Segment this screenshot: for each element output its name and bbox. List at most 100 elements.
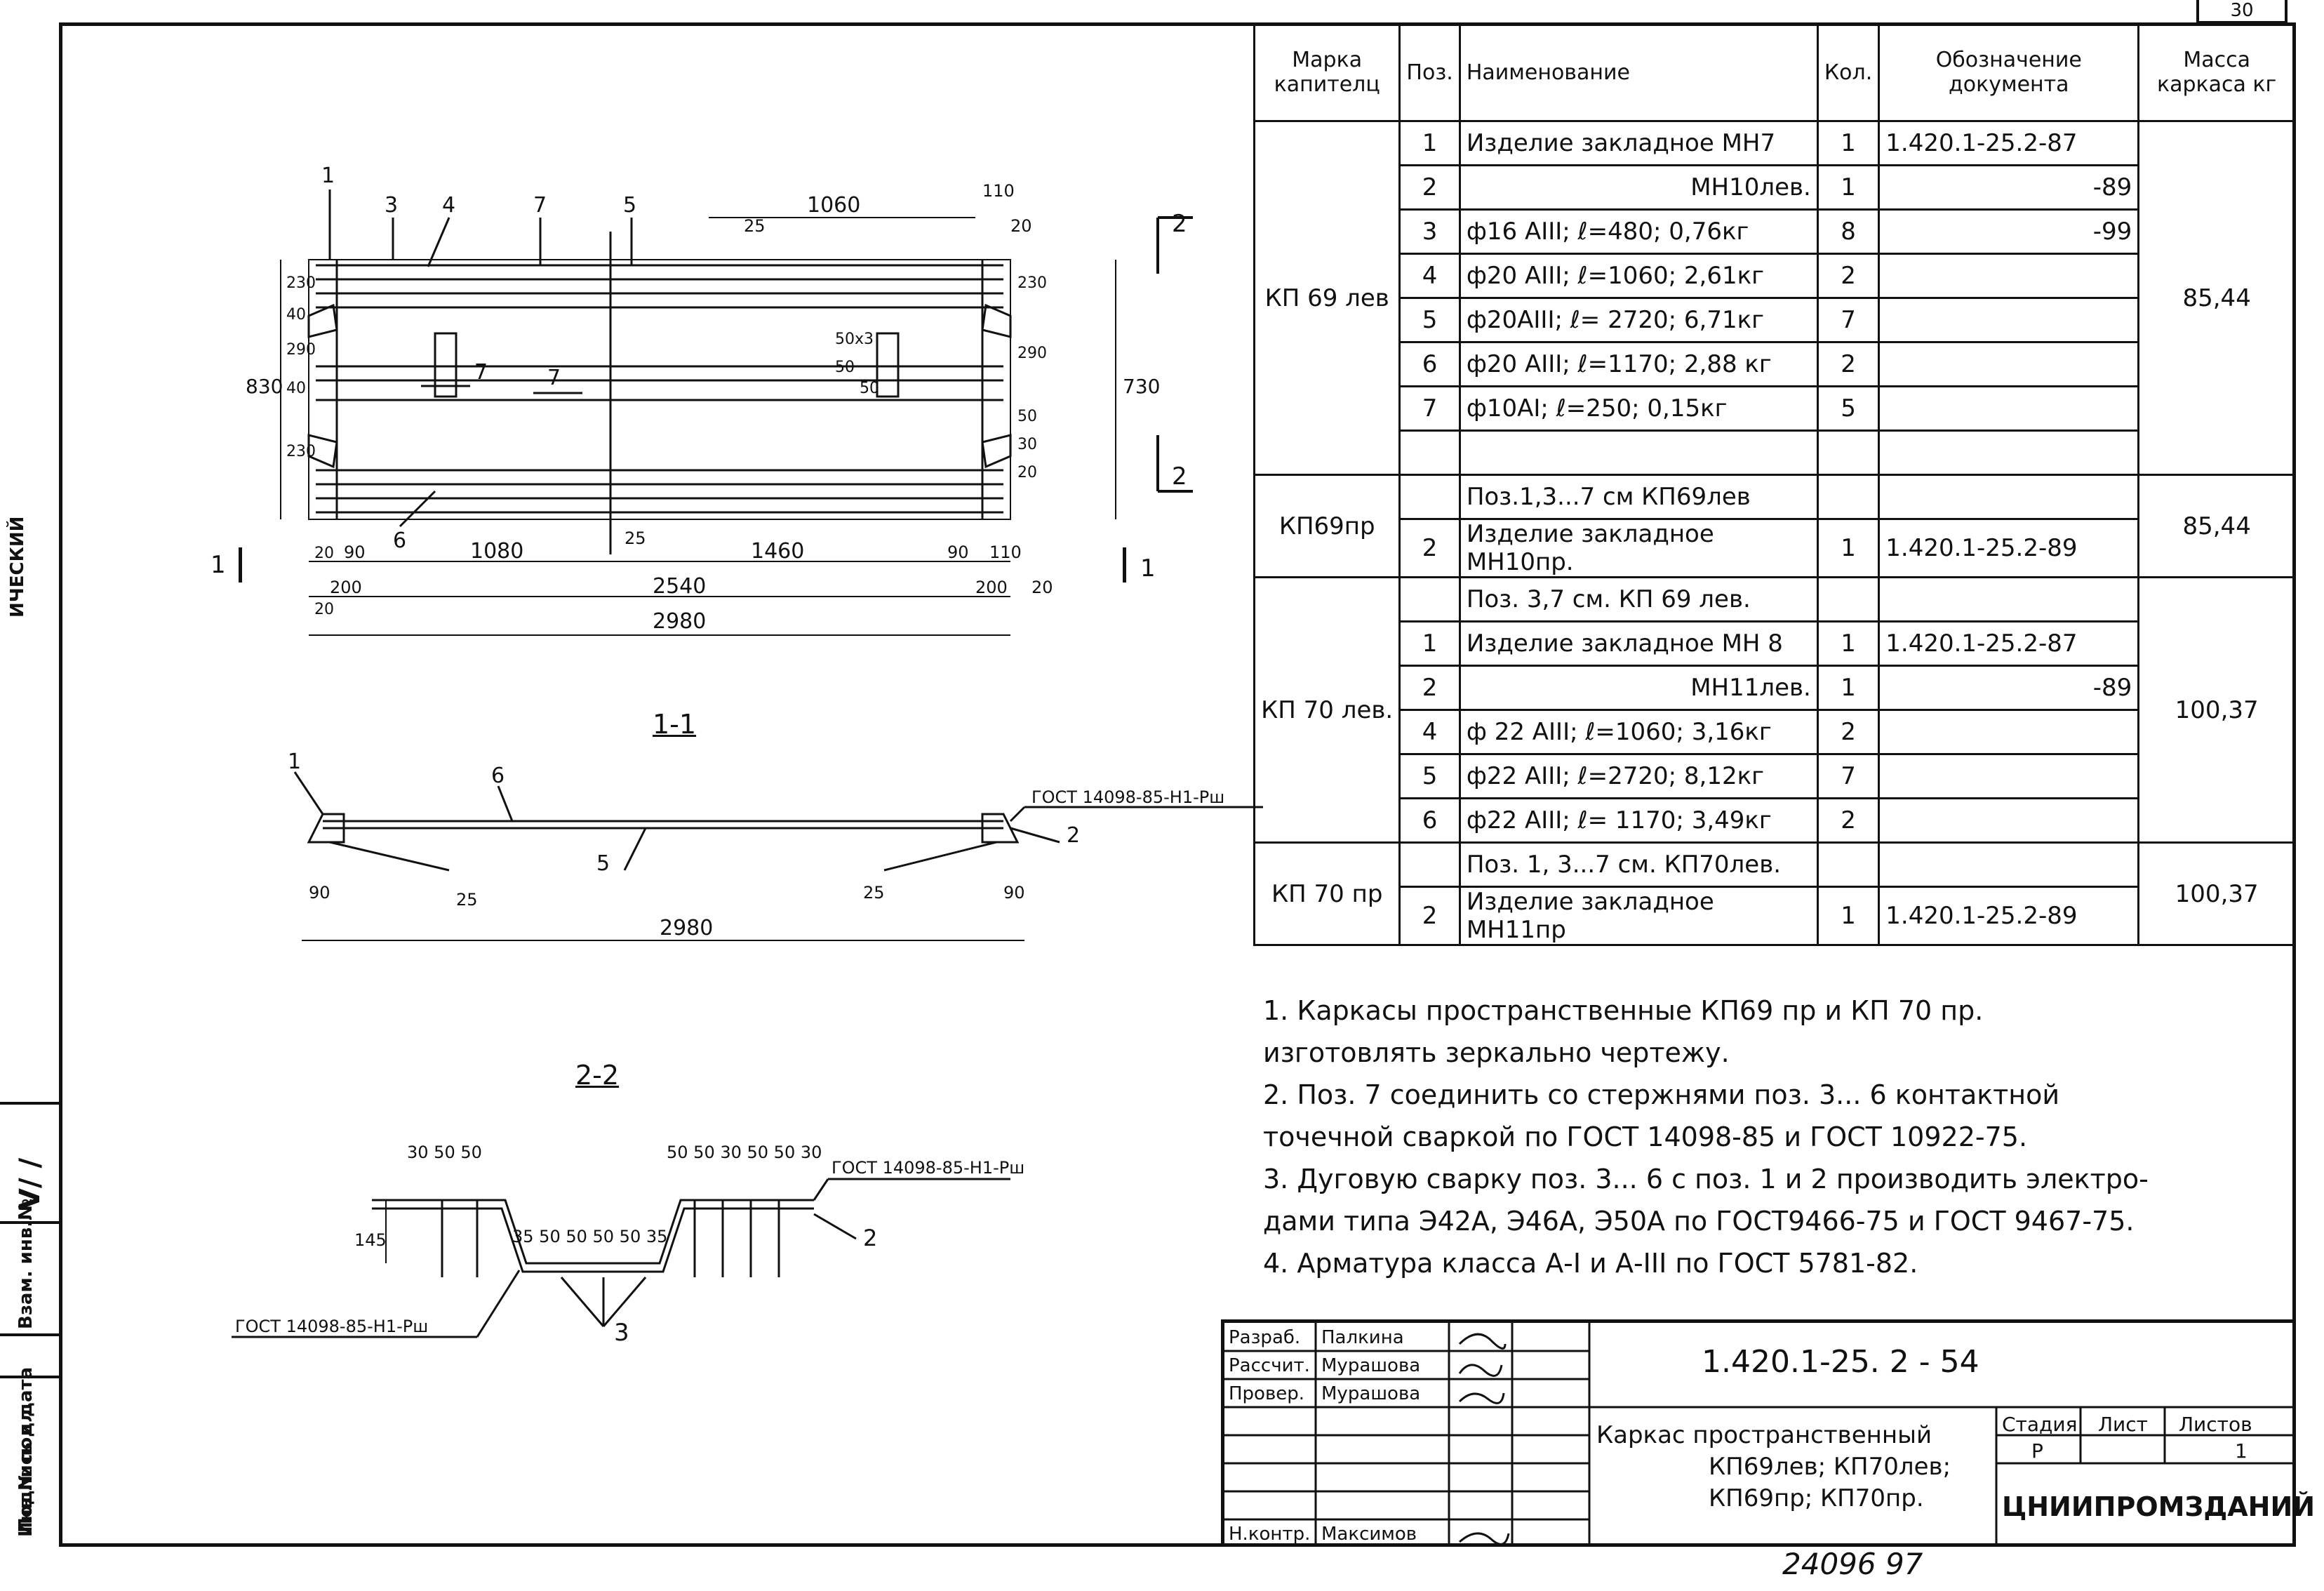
plate-left-bottom: [307, 434, 338, 469]
dim-730: 730: [1123, 375, 1160, 398]
cut-1-label-left: 1: [211, 551, 226, 579]
sec22-dims-mid: 35 50 50 50 50 35: [512, 1227, 667, 1246]
row-doc: [1878, 841, 2140, 888]
row-qty: 1: [1816, 620, 1881, 667]
row-qty: [1816, 430, 1881, 476]
row-doc: 1.420.1-25.2-87: [1878, 120, 2140, 166]
callout-7c: 7: [547, 366, 561, 390]
sec11-callout-5: 5: [596, 851, 610, 876]
row-doc: [1878, 474, 2140, 520]
stage-label: Стадия: [2002, 1413, 2078, 1436]
sec11-leader-1: [293, 771, 324, 815]
row-pos: 2: [1398, 665, 1461, 711]
row-name: Поз. 3,7 см. КП 69 лев.: [1458, 576, 1819, 623]
row-pos: [1398, 841, 1461, 888]
row-qty: 2: [1816, 341, 1881, 387]
row-doc: [1878, 385, 2140, 432]
sec11-dim-2980: 2980: [660, 916, 713, 940]
row-name: ф22 АIII; ℓ=2720; 8,12кг: [1458, 753, 1819, 799]
row-name: [1458, 430, 1819, 476]
signature-1: [1458, 1333, 1507, 1350]
cage-outline: [308, 259, 1011, 520]
leader-6: [399, 490, 436, 528]
sec22-leader-gost-top: [813, 1178, 829, 1201]
stage-value: Р: [2031, 1439, 2043, 1463]
dim-40-left-top: 40: [286, 306, 306, 324]
section-1-1: 1 6 5 2 ГОСТ 14098-85-Н1-Рш 90 25 25 90 …: [288, 750, 1263, 941]
role-1: Рассчит.: [1229, 1355, 1310, 1376]
dim-25-inner: 25: [625, 528, 646, 548]
stamp-number: 24096 97: [1782, 1547, 1923, 1581]
plan-view: 1 3 4 7 5 7 7 6 1060 110 25 20 830 230 4…: [246, 164, 1193, 636]
signature-nkontr: [1459, 1532, 1510, 1545]
sec11-callout-6: 6: [491, 764, 505, 788]
binding-cell-signature: Подпись и дата: [0, 1333, 59, 1544]
name-6: Максимов: [1321, 1524, 1417, 1545]
row-name: ф20АIII; ℓ= 2720; 6,71кг: [1458, 297, 1819, 343]
header-qty: Кол.: [1816, 22, 1881, 122]
dim-20-right: 20: [1017, 464, 1037, 481]
row-doc: 1.420.1-25.2-89: [1878, 518, 2140, 578]
dim-110-top: 110: [982, 181, 1015, 201]
sec22-dims-left: 30 50 50: [407, 1143, 482, 1162]
binding-cell-top: ИЧЕСКИЙ: [0, 393, 59, 1102]
row-qty: 1: [1816, 518, 1881, 578]
binding-inv-no: Инв.№ подл.: [15, 1402, 36, 1537]
binding-replaced-inv: Взам. инв.№: [15, 1198, 36, 1329]
row-qty: [1816, 841, 1881, 888]
row-qty: 1: [1816, 120, 1881, 166]
sec22-dims-right: 50 50 30 50 50 30: [667, 1143, 822, 1162]
row-pos: 5: [1398, 753, 1461, 799]
role-2: Провер.: [1229, 1383, 1305, 1404]
sec11-dim-25-right: 25: [863, 883, 885, 903]
table-row: 2 Изделие закладное МН11пр 1 1.420.1-25.…: [1255, 886, 2295, 946]
row-pos: 6: [1398, 341, 1461, 387]
note-line: 2. Поз. 7 соединить со стержнями поз. 3.…: [1263, 1079, 2060, 1110]
table-row: 6 ф22 АIII; ℓ= 1170; 3,49кг 2: [1255, 797, 2295, 844]
sec22-callout-2: 2: [863, 1225, 877, 1251]
row-pos: 3: [1398, 208, 1461, 255]
cut-1-right: [1123, 547, 1147, 583]
dim-50-inner-b: 50: [860, 380, 879, 397]
sec11-leader-5: [623, 827, 647, 871]
role-6: Н.контр.: [1229, 1524, 1311, 1545]
sec22-leader-2: [813, 1213, 857, 1240]
group-mass: 100,37: [2137, 841, 2296, 946]
designation: 1.420.1-25. 2 - 54: [1702, 1344, 1979, 1380]
dim-200-a: 200: [330, 578, 362, 597]
sec11-anchor-right: [883, 841, 997, 872]
row-pos: 1: [1398, 120, 1461, 166]
row-doc: 1.420.1-25.2-87: [1878, 620, 2140, 667]
cut-2-label-bottom: 2: [1172, 462, 1187, 491]
table-row: 7 ф10АI; ℓ=250; 0,15кг 5: [1255, 385, 2295, 432]
row-qty: 2: [1816, 253, 1881, 299]
binding-cell-replaced: Взам. инв.№: [0, 1199, 59, 1333]
callout-3: 3: [385, 193, 398, 218]
row-doc: [1878, 576, 2140, 623]
row-pos: 4: [1398, 709, 1461, 755]
row-pos: 2: [1398, 886, 1461, 946]
row-pos: [1398, 430, 1461, 476]
row-doc: [1878, 253, 2140, 299]
binding-side-text: ИЧЕСКИЙ: [7, 516, 28, 618]
dim-20-top: 20: [1010, 216, 1032, 236]
notes: 1. Каркасы пространственные КП69 пр и КП…: [1263, 990, 2273, 1284]
signature-2: [1458, 1364, 1503, 1377]
header-mass: Масса каркаса кг: [2137, 22, 2296, 122]
group-mark: КП 69 лев: [1253, 120, 1401, 476]
table-row: 2 МН11лев. 1 -89: [1255, 665, 2295, 711]
dim-2540: 2540: [653, 574, 706, 599]
specification-table: Марка капителц Поз. Наименование Кол. Об…: [1253, 22, 2296, 946]
group-mass: 85,44: [2137, 474, 2296, 578]
row-pos: 5: [1398, 297, 1461, 343]
dim-2980-plan: 2980: [653, 609, 706, 634]
sec11-leader-2: [1010, 827, 1060, 844]
dim-290-left: 290: [286, 341, 316, 359]
row-pos: 2: [1398, 164, 1461, 211]
sheet-label: Лист: [2098, 1413, 2148, 1436]
row-doc: [1878, 709, 2140, 755]
dim-50-inner: 50: [835, 359, 855, 376]
dim-230-right: 230: [1017, 274, 1047, 292]
sec11-anchor-left: [329, 841, 450, 872]
note-line: 4. Арматура класса А-I и А-III по ГОСТ 5…: [1263, 1248, 1918, 1279]
